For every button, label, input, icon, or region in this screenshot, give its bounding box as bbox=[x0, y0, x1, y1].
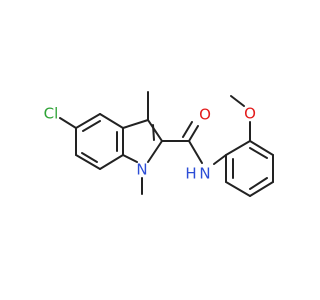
bond bbox=[99, 113, 124, 129]
amide-nitrogen-label: N bbox=[199, 165, 210, 183]
bond bbox=[82, 120, 101, 132]
bond bbox=[249, 140, 274, 156]
bond bbox=[225, 181, 251, 197]
carbonyl-oxygen-label: O bbox=[199, 106, 211, 124]
bond bbox=[122, 119, 149, 129]
bond bbox=[147, 140, 163, 163]
bond bbox=[182, 121, 193, 138]
bond bbox=[99, 154, 124, 170]
indole-nitrogen-label: N bbox=[136, 161, 147, 179]
bond bbox=[249, 147, 268, 159]
bond bbox=[81, 152, 98, 163]
bond bbox=[213, 154, 227, 165]
bond bbox=[152, 124, 155, 141]
atom-labels: Cl N N H O O bbox=[44, 105, 256, 183]
bond bbox=[147, 119, 163, 142]
bond bbox=[122, 154, 138, 163]
bond-lines bbox=[59, 91, 274, 197]
bond bbox=[249, 181, 274, 197]
canvas-background bbox=[0, 0, 300, 300]
bond bbox=[59, 117, 77, 129]
bond bbox=[249, 177, 268, 190]
bond bbox=[225, 140, 251, 156]
bond bbox=[75, 154, 101, 170]
bond bbox=[230, 95, 245, 107]
chemical-structure: Cl N N H O O bbox=[0, 0, 300, 300]
methoxy-oxygen-label: O bbox=[244, 105, 256, 123]
bond bbox=[188, 140, 203, 164]
amide-hydrogen-label: H bbox=[185, 165, 196, 183]
chlorine-label: Cl bbox=[44, 105, 59, 123]
bond bbox=[75, 113, 101, 129]
bond bbox=[188, 125, 199, 142]
